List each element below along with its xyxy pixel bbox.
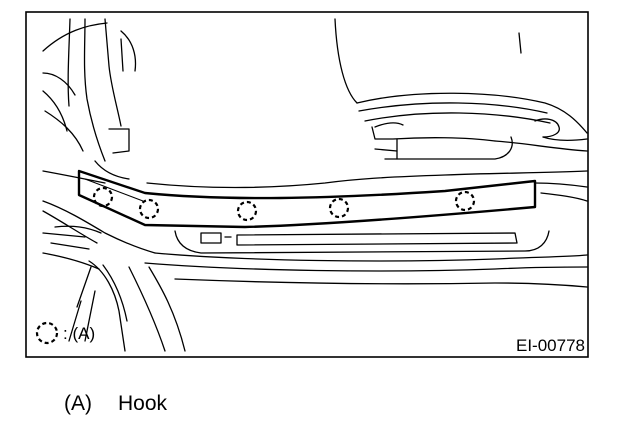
seat-left-outline <box>42 18 137 180</box>
figure-drawing: : (A) EI-00778 <box>25 11 589 358</box>
caption-ident: (A) <box>64 392 92 415</box>
trim-panel <box>77 169 537 229</box>
figure-id: EI-00778 <box>516 336 585 355</box>
hook-markers <box>92 186 476 222</box>
hook-marker-5 <box>454 190 476 212</box>
hook-marker-4 <box>328 197 350 219</box>
hook-marker-1 <box>92 186 114 208</box>
caption-label: Hook <box>118 392 168 415</box>
legend-text: : (A) <box>63 324 95 343</box>
installation-figure: : (A) EI-00778 <box>25 11 589 358</box>
hook-marker-3 <box>236 200 258 222</box>
hook-marker-2 <box>138 198 160 220</box>
floor-panel-lines <box>42 170 588 288</box>
lower-pillar-lines <box>68 260 186 352</box>
seat-cushion-outline <box>334 18 588 160</box>
figure-caption: (A) Hook <box>64 392 167 416</box>
sill-step-plate <box>174 230 550 254</box>
figure-legend: : (A) <box>35 321 95 345</box>
legend-hook-marker <box>35 321 59 345</box>
